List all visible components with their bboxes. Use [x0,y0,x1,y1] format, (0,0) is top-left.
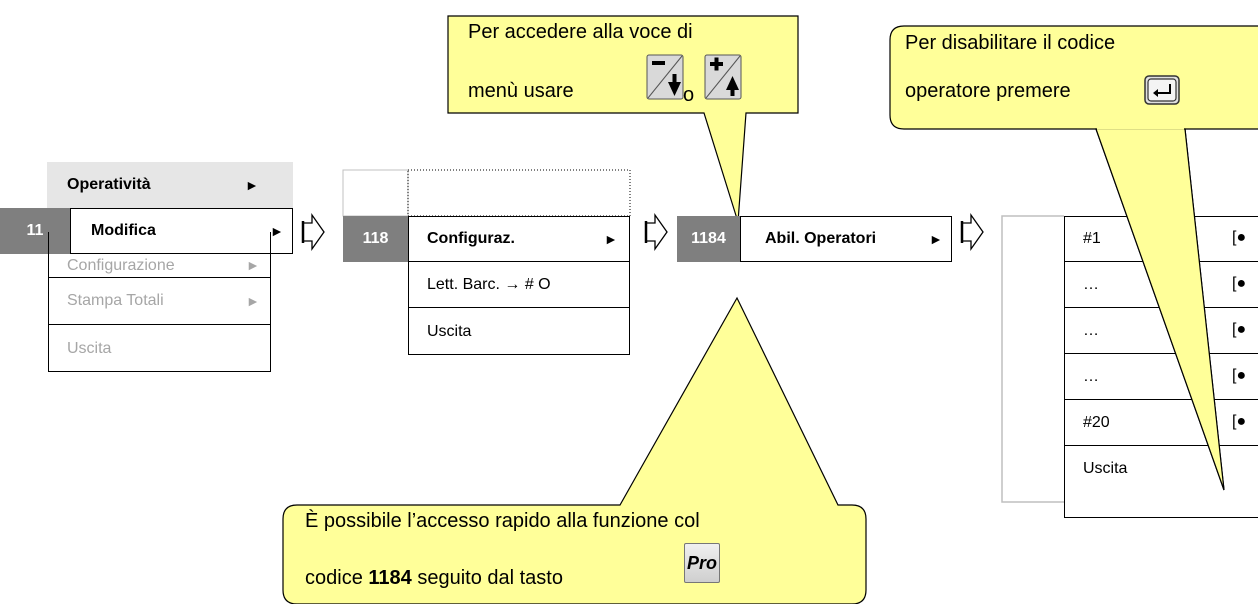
menu1-item-modifica[interactable]: Modifica ► [70,208,293,254]
submenu-arrow-icon: ► [270,223,284,239]
callout-top-line2b: o [683,84,695,106]
enter-key-icon [1144,75,1180,105]
submenu-arrow-icon: ► [245,177,259,193]
menu1-item-configurazione-label-row: Configurazione ► [48,254,271,278]
menu2-item-label: Configuraz. [427,229,515,247]
menu4-row-label: Uscita [1083,460,1128,477]
callout-bottom-text-a: codice [305,567,363,589]
callout-bottom-line2: codice 1184 seguito dal tasto [305,568,563,588]
submenu-arrow-icon: ► [246,293,260,309]
menu2-item-configuraz[interactable]: Configuraz. ► [408,216,630,262]
menu1-code-label: 11 [26,222,44,239]
submenu-arrow-icon: ► [246,257,260,273]
menu1-code: 11 [0,208,70,254]
menu1-item-uscita[interactable]: Uscita [48,325,271,372]
submenu-arrow-icon: ► [604,231,618,247]
menu2-code-label: 118 [362,230,389,247]
menu4-row-value: [● [1232,321,1247,338]
menu3-code-label: 1184 [691,230,726,247]
menu2-list [408,216,630,355]
callout-bottom-text-c: seguito dal tasto [417,567,563,589]
menu1-item-label: Configurazione [67,257,175,274]
plus-up-key-icon [704,54,742,100]
menu2-item-label: Lett. Barc. → # O [427,275,551,293]
menu4-row-value: [● [1232,229,1247,246]
callout-top-balloon [447,15,799,223]
menu4-item-uscita[interactable]: Uscita [1064,446,1258,492]
menu4-row-value: [● [1232,367,1247,384]
menu2-item-uscita[interactable]: Uscita [408,308,630,355]
menu1-item-label: Uscita [67,339,112,357]
callout-right-line2: operatore premere [905,80,1071,102]
callout-bottom-line1: È possibile l’accesso rapido alla funzio… [305,510,700,532]
menu3-code: 1184 [677,216,740,262]
menu4-row-label: #1 [1083,229,1101,247]
menu4-row[interactable]: … [● [1064,308,1258,354]
menu1-item-stampa-totali[interactable]: Stampa Totali ► [48,278,271,325]
menu1-header: Operatività ► [47,162,293,208]
callout-right-line1: Per disabilitare il codice [905,32,1116,54]
menu1-header-label: Operatività [67,176,151,193]
menu4-row-value: [● [1232,413,1247,430]
menu4-row-label: #20 [1083,413,1110,431]
pro-key-icon: Pro [684,543,720,583]
menu1-item-label: Modifica [91,222,156,239]
menu4-row-label: … [1083,367,1099,385]
menu4-row-label: … [1083,321,1099,339]
menu1-list [48,232,271,372]
menu4-row[interactable]: #1 [● [1064,216,1258,262]
menu4-row-value: [● [1232,275,1247,292]
menu4-row-label: … [1083,275,1099,293]
menu4-row[interactable]: … [● [1064,262,1258,308]
menu2-code: 118 [343,216,408,262]
callout-top-line1: Per accedere alla voce di [468,21,693,43]
submenu-arrow-icon: ► [929,231,943,247]
callout-bottom-code: 1184 [368,567,412,589]
pro-key-label: Pro [686,552,717,573]
menu4-row[interactable]: #20 [● [1064,400,1258,446]
menu3-item-abil-operatori[interactable]: Abil. Operatori ► [740,216,952,262]
menu1-item-configurazione[interactable] [48,232,271,278]
menu2-item-lett-barc[interactable]: Lett. Barc. → # O [408,262,630,308]
callout-top-line2a: menù usare [468,80,574,102]
menu2-item-label: Uscita [427,322,472,340]
flow-arrow-icon [302,212,984,252]
menu1-item-label: Stampa Totali [67,292,164,309]
minus-down-key-icon [646,54,684,100]
menu3-item-label: Abil. Operatori [765,230,877,247]
menu4-row[interactable]: … [● [1064,354,1258,400]
